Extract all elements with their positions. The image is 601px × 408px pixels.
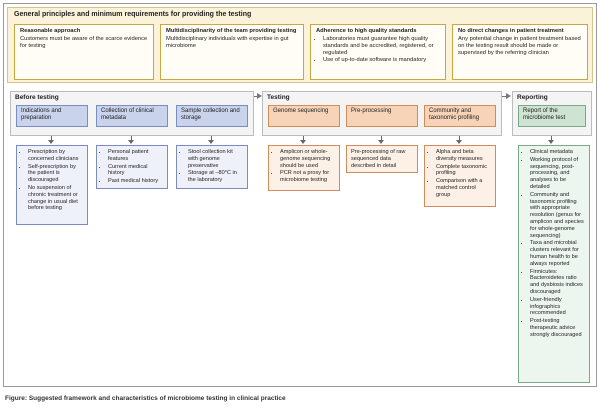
arrow-down-icon	[208, 140, 214, 144]
arrow-down-icon	[48, 140, 54, 144]
arrow-right-icon	[257, 93, 262, 99]
list-item: Clinical metadata	[530, 149, 585, 156]
connector-line	[551, 136, 552, 140]
detail-list-clinical-metadata: Personal patient features Current medica…	[96, 145, 168, 189]
detail-list-genome-sequencing: Amplicon or whole-genome sequencing shou…	[268, 145, 340, 191]
list-item: Post-testing therapeutic advice strongly…	[530, 318, 585, 338]
list-item: Complete taxonomic profiling	[436, 164, 491, 178]
connector-line	[51, 136, 52, 140]
list-item: PCR not a proxy for microbiome testing	[280, 170, 335, 184]
list-item: No suspension of chronic treatment or ch…	[28, 185, 83, 212]
detail-list-report: Clinical metadata Working protocol of se…	[518, 145, 590, 383]
principle-item: Laboratories must guarantee high quality…	[323, 36, 440, 57]
principle-reasonable-approach: Reasonable approach Customers must be aw…	[14, 24, 154, 80]
principle-text: Multidisciplinary individuals with exper…	[166, 36, 289, 49]
connector-line	[131, 136, 132, 140]
step-pre-processing: Pre-processing	[346, 105, 418, 127]
step-community-profiling: Community and taxonomic profiling	[424, 105, 496, 127]
principle-multidisciplinarity: Multidisciplinarity of the team providin…	[160, 24, 304, 80]
arrow-down-icon	[300, 140, 306, 144]
principle-heading: Multidisciplinarity of the team providin…	[166, 28, 297, 34]
principle-text: Customers must be aware of the scarce ev…	[20, 36, 148, 49]
step-clinical-metadata: Collection of clinical metadata	[96, 105, 168, 127]
detail-list-pre-processing: Pre-processing of raw sequenced data des…	[346, 145, 418, 173]
list-item: Personal patient features	[108, 149, 163, 163]
flow-arrow	[254, 96, 258, 97]
arrow-down-icon	[128, 140, 134, 144]
list-item: Current medical history	[108, 164, 163, 178]
connector-line	[303, 136, 304, 140]
principle-heading: No direct changes in patient treatment	[458, 28, 564, 34]
principles-title: General principles and minimum requireme…	[14, 11, 252, 18]
detail-list-sample-collection: Stool collection kit with genome preserv…	[176, 145, 248, 189]
list-item: User-friendly infographics recommended	[530, 297, 585, 317]
principle-heading: Adherence to high quality standards	[316, 28, 417, 34]
list-item: Past medical history	[108, 178, 163, 185]
principle-item: Use of up-to-date software is mandatory	[323, 57, 440, 64]
list-item: Alpha and beta diversity measures	[436, 149, 491, 163]
list-item: Storage at –80°C in the laboratory	[188, 170, 243, 184]
arrow-down-icon	[456, 140, 462, 144]
list-text: Pre-processing of raw sequenced data des…	[351, 149, 406, 169]
list-item: Prescription by concerned clinicians	[28, 149, 83, 163]
stage-title: Before testing	[15, 94, 59, 101]
flow-arrow	[502, 96, 507, 97]
step-report: Report of the microbiome test	[518, 105, 586, 127]
arrow-down-icon	[378, 140, 384, 144]
list-item: Self-prescription by the patient is disc…	[28, 164, 83, 184]
detail-list-community-profiling: Alpha and beta diversity measures Comple…	[424, 145, 496, 207]
list-item: Taxa and microbial clusters relevant for…	[530, 240, 585, 267]
principle-text: Any potential change in patient treatmen…	[458, 36, 581, 56]
arrow-right-icon	[506, 93, 511, 99]
list-item: Firmicutes: Bacteroidetes ratio and dysb…	[530, 269, 585, 296]
connector-line	[381, 136, 382, 140]
step-genome-sequencing: Genome sequencing	[268, 105, 340, 127]
principle-no-direct-changes: No direct changes in patient treatment A…	[452, 24, 588, 80]
stage-title: Reporting	[517, 94, 548, 101]
figure-caption: Figure: Suggested framework and characte…	[5, 395, 286, 402]
list-item: Working protocol of sequencing, post-pro…	[530, 157, 585, 191]
principle-quality-standards: Adherence to high quality standards Labo…	[310, 24, 446, 80]
list-item: Comparison with a matched control group	[436, 178, 491, 198]
principle-heading: Reasonable approach	[20, 28, 81, 34]
detail-list-indications: Prescription by concerned clinicians Sel…	[16, 145, 88, 225]
list-item: Amplicon or whole-genome sequencing shou…	[280, 149, 335, 169]
stage-title: Testing	[267, 94, 290, 101]
list-item: Stool collection kit with genome preserv…	[188, 149, 243, 169]
connector-line	[211, 136, 212, 140]
step-sample-collection: Sample collection and storage	[176, 105, 248, 127]
step-indications: Indications and preparation	[16, 105, 88, 127]
arrow-down-icon	[548, 140, 554, 144]
list-item: Community and taxonomic profiling with a…	[530, 192, 585, 240]
connector-line	[459, 136, 460, 140]
